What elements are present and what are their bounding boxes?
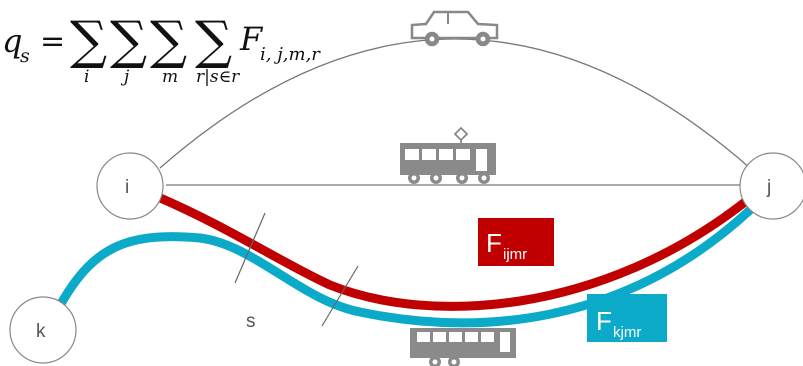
flow-label-ij-sub: ijmr: [503, 246, 527, 263]
flow-label-kj-main: F: [596, 306, 612, 336]
sum-index-r: r|s∈r: [196, 67, 240, 87]
sum-symbol-j: ∑: [110, 11, 147, 71]
node-k: k: [9, 296, 77, 364]
sum-index-j: j: [120, 67, 130, 87]
flow-label-kj: F kjmr: [587, 294, 667, 342]
sum-index-m: m: [162, 67, 178, 87]
tram-icon: [400, 126, 496, 184]
sum-symbol-i: ∑: [70, 11, 107, 71]
node-j: j: [739, 152, 803, 220]
sum-symbol-m: ∑: [150, 11, 187, 71]
node-k-label: k: [36, 321, 46, 342]
car-icon: [410, 10, 499, 47]
route-ij: [153, 192, 750, 311]
flow-label-ij: F ijmr: [478, 218, 554, 266]
flow-label-ij-main: F: [486, 228, 502, 258]
node-j-label: j: [766, 177, 771, 198]
formula-term: F: [239, 20, 264, 58]
bus-icon: [410, 328, 516, 366]
formula-equals: =: [40, 24, 65, 59]
node-i-label: i: [125, 177, 129, 198]
formula: q s = ∑ ∑ ∑ ∑ i j m r|s∈r F i, j,m,r: [2, 11, 321, 87]
node-i: i: [96, 152, 164, 220]
sum-symbol-r: ∑: [195, 11, 232, 71]
sum-index-i: i: [84, 67, 89, 87]
segment-label: s: [246, 311, 256, 332]
flow-label-kj-sub: kjmr: [613, 324, 641, 341]
segment-cut-mark: [234, 212, 266, 284]
formula-lhs: q: [2, 22, 22, 60]
segment-cut-mark: [321, 265, 359, 327]
formula-term-subscript: i, j,m,r: [260, 44, 321, 65]
formula-lhs-subscript: s: [20, 45, 30, 67]
